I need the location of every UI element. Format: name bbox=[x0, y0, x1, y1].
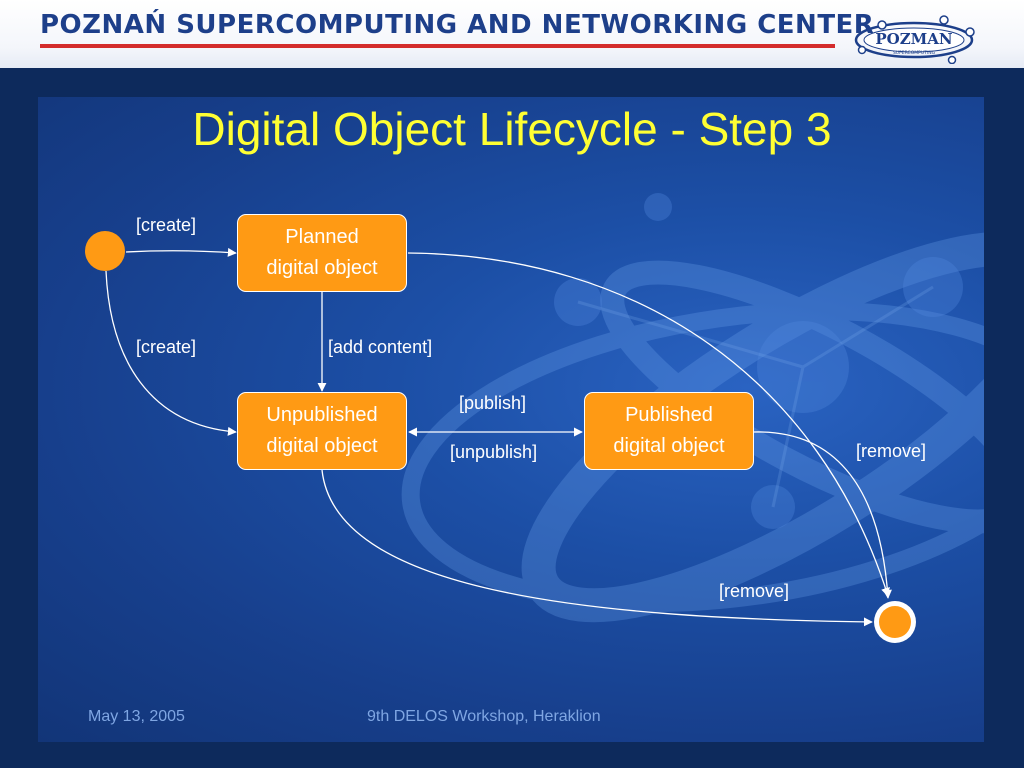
transition-planned-to-final bbox=[407, 252, 890, 597]
initial-state bbox=[85, 231, 125, 271]
slide-title: Digital Object Lifecycle - Step 3 bbox=[192, 103, 832, 155]
pozman-logo: POZMAN SUPERCOMPUTING bbox=[854, 15, 975, 64]
state-planned: Planned digital object bbox=[237, 214, 407, 292]
label-publish: [publish] bbox=[459, 393, 527, 413]
final-state bbox=[879, 606, 911, 638]
state-unpublished-line1: Unpublished bbox=[266, 404, 378, 426]
footer-date: May 13, 2005 bbox=[88, 708, 185, 725]
label-unpublish: [unpublish] bbox=[450, 442, 538, 462]
transition-initial-to-planned bbox=[125, 247, 237, 257]
footer-event: 9th DELOS Workshop, Heraklion bbox=[367, 708, 601, 725]
label-remove-unpublished: [remove] bbox=[719, 581, 790, 601]
state-planned-line1: Planned bbox=[285, 226, 359, 248]
slide-stage bbox=[38, 97, 984, 742]
transition-published-to-final bbox=[753, 431, 892, 599]
header-band: POZNAŃ SUPERCOMPUTING AND NETWORKING CEN… bbox=[0, 0, 1024, 68]
institution-title: POZNAŃ SUPERCOMPUTING AND NETWORKING CEN… bbox=[40, 10, 875, 40]
logo-subtext: SUPERCOMPUTING bbox=[893, 50, 936, 56]
state-published: Published digital object bbox=[584, 392, 754, 470]
decorative-background bbox=[401, 193, 984, 623]
state-published-line1: Published bbox=[625, 404, 713, 426]
label-remove-published: [remove] bbox=[856, 441, 927, 461]
logo-text: POZMAN bbox=[875, 30, 953, 48]
label-add-content: [add content] bbox=[328, 337, 433, 357]
state-planned-line2: digital object bbox=[266, 257, 378, 279]
state-unpublished-line2: digital object bbox=[266, 435, 378, 457]
state-published-line2: digital object bbox=[613, 435, 725, 457]
transition-initial-to-unpublished bbox=[105, 270, 237, 436]
header-rule bbox=[40, 44, 835, 48]
label-create-unpublished: [create] bbox=[136, 337, 197, 357]
transition-unpublished-to-final bbox=[321, 469, 873, 627]
label-create-planned: [create] bbox=[136, 215, 197, 235]
state-unpublished: Unpublished digital object bbox=[237, 392, 407, 470]
